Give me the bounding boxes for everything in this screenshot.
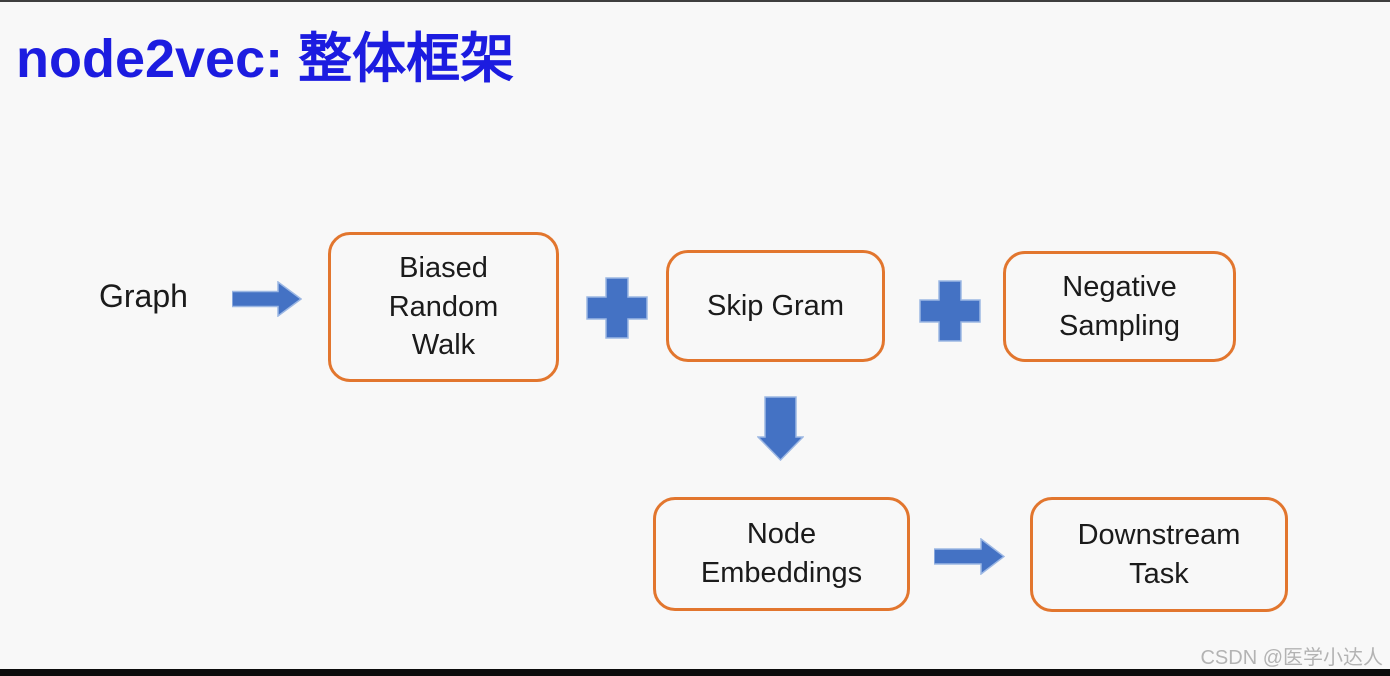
node-node-embeddings-label: Node Embeddings [700,518,863,589]
node-downstream-task-label: Downstream Task [1077,518,1241,590]
plus-icon [919,280,981,347]
bottom-frame-bar [0,669,1390,676]
node-skip-gram-label: Skip Gram [707,289,844,322]
node-negative-sampling-label: Negative Sampling [1059,270,1180,342]
plus-icon [586,277,648,344]
node-node-embeddings: Node Embeddings [653,497,910,611]
top-frame-bar [0,0,1390,2]
node-negative-sampling: Negative Sampling [1003,251,1236,362]
arrow-down-icon [756,396,805,466]
graph-label: Graph [99,278,188,314]
page-title: node2vec: 整体框架 [16,29,515,89]
node-skip-gram: Skip Gram [666,250,885,362]
node-downstream-task: Downstream Task [1030,497,1288,612]
watermark: CSDN @医学小达人 [1200,647,1383,669]
arrow-right-icon [933,537,1006,580]
node-biased-random-walk-label: Biased Random Walk [388,252,499,362]
node-biased-random-walk: Biased Random Walk [328,232,559,382]
arrow-right-icon [231,280,303,322]
